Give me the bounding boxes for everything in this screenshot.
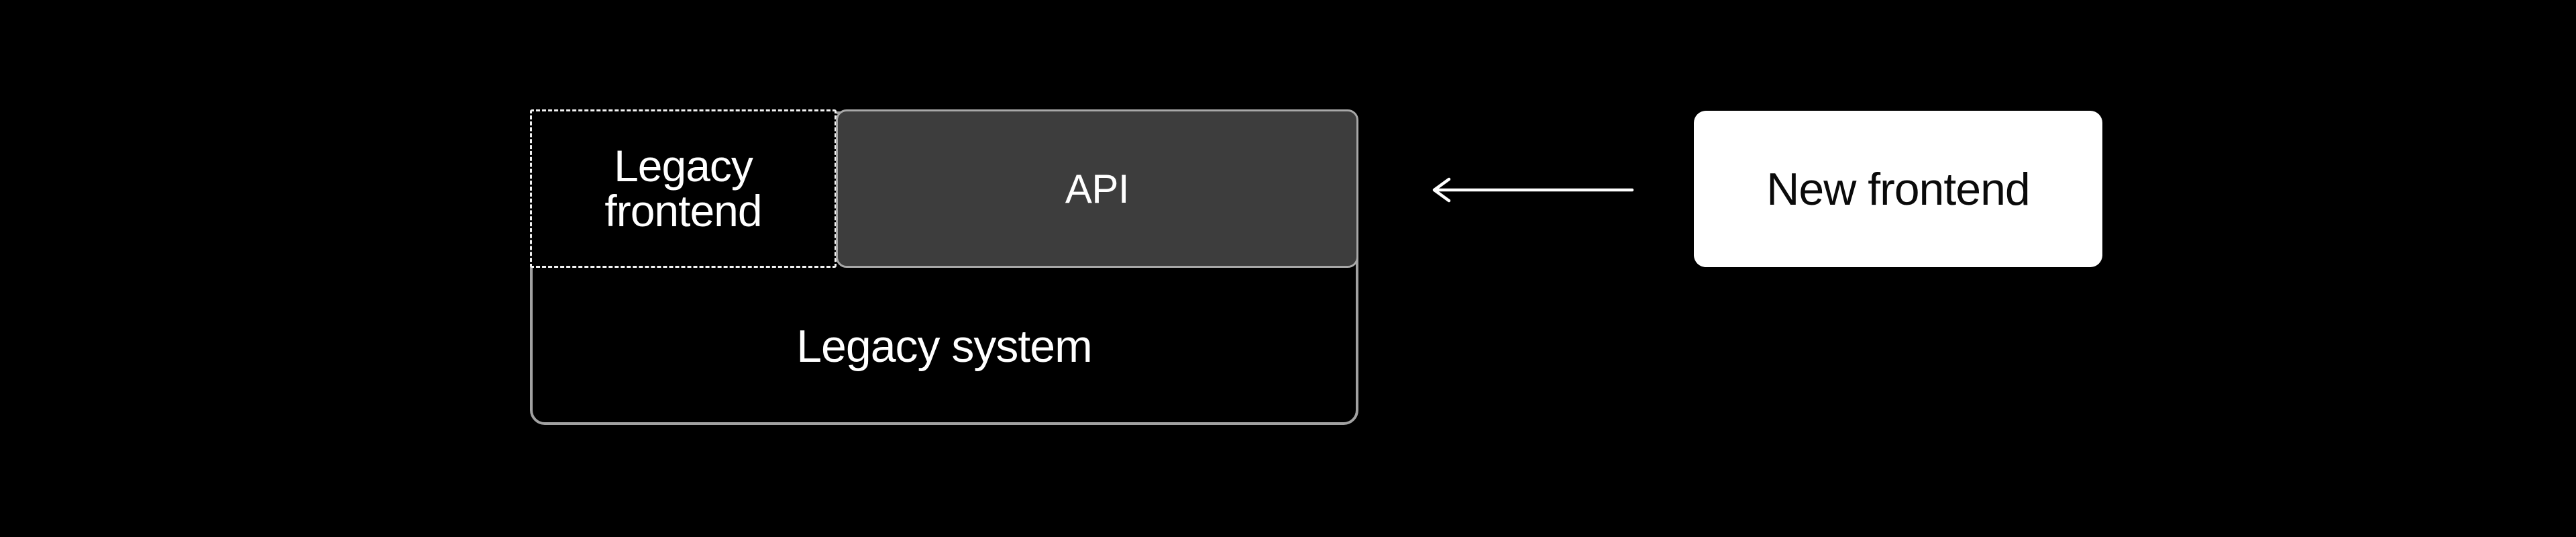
api-box: API (836, 109, 1358, 268)
legacy-frontend-box: Legacy frontend (530, 109, 837, 268)
arrow-left-icon (1432, 177, 1634, 203)
new-frontend-box: New frontend (1694, 111, 2102, 267)
legacy-system-label: Legacy system (796, 320, 1093, 372)
api-label: API (1065, 166, 1130, 211)
legacy-frontend-label: Legacy frontend (604, 140, 762, 236)
new-frontend-label: New frontend (1766, 163, 2030, 215)
